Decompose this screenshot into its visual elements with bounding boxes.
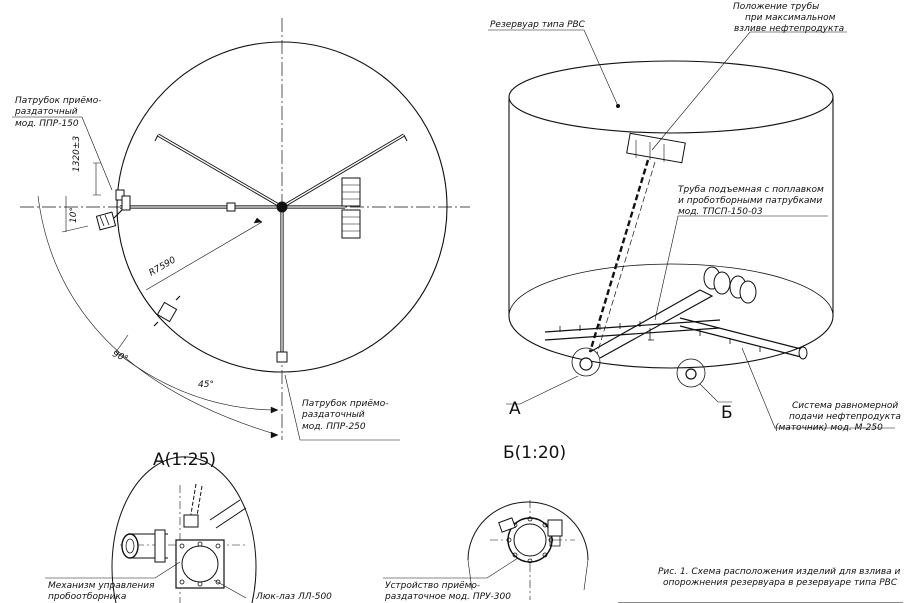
pipe-position-label-3: взливе нефтепродукта <box>734 24 845 34</box>
inlet-ppr150-plan <box>95 189 131 231</box>
dim-45-deg: 45° <box>198 380 214 390</box>
lift-pipe-label-2: и проботборными патрубками <box>678 196 823 206</box>
device-label-2: раздаточное мод. ПРУ-300 <box>385 592 511 602</box>
plan-view <box>12 18 470 441</box>
hatch-label: Люк-лаз ЛЛ-500 <box>256 592 332 602</box>
inlet-ppr150-label-3: мод. ППР-150 <box>15 119 79 129</box>
floats-iso <box>703 266 757 304</box>
inlet-ppr250-label-1: Патрубок приёмо- <box>302 399 389 409</box>
inlet-ppr250-plan <box>153 295 181 327</box>
dim-10-deg: 10° <box>68 207 79 223</box>
detail-a-title: А(1:25) <box>153 450 217 470</box>
detail-b-title: Б(1:20) <box>503 443 567 463</box>
caption-line-1: Рис. 1. Схема расположения изделий для в… <box>658 567 901 577</box>
device-label-1: Устройство приёмо- <box>385 581 481 591</box>
lift-pipe-label-1: Труба подъемная с поплавком <box>678 185 824 195</box>
callout-a: А <box>509 399 521 419</box>
inlet-ppr250-label-3: мод. ППР-250 <box>302 422 366 432</box>
inlet-ppr150-label-1: Патрубок приёмо- <box>15 96 102 106</box>
pipe-position-label-1: Положение трубы <box>733 2 820 12</box>
distribution-label-3: (маточник) мод. М-250 <box>775 423 883 433</box>
detail-a <box>45 456 257 603</box>
callout-b: Б <box>721 403 733 423</box>
float-plan <box>341 177 361 239</box>
dim-1320: 1320±3 <box>72 135 82 172</box>
distribution-label-2: подачи нефтепродукта <box>789 412 901 422</box>
inlet-ppr250-label-2: раздаточный <box>302 410 365 420</box>
mechanism-label-2: пробоотборника <box>48 592 127 602</box>
mechanism-label-1: Механизм управления <box>48 581 155 591</box>
inlet-ppr150-label-2: раздаточный <box>15 107 78 117</box>
caption-line-2: опорожнения резервуара в резервуаре типа… <box>663 578 898 588</box>
lift-pipe-label-3: мод. ТПСП-150-03 <box>678 207 763 217</box>
pipe-position-label-2: при максимальном <box>745 13 836 23</box>
tank-label: Резервуар типа РВС <box>490 20 585 30</box>
tank-isometric <box>488 29 895 429</box>
distribution-label-1: Система равномерной <box>792 401 899 411</box>
detail-b <box>383 500 589 600</box>
tank-plan-circle <box>116 41 448 373</box>
